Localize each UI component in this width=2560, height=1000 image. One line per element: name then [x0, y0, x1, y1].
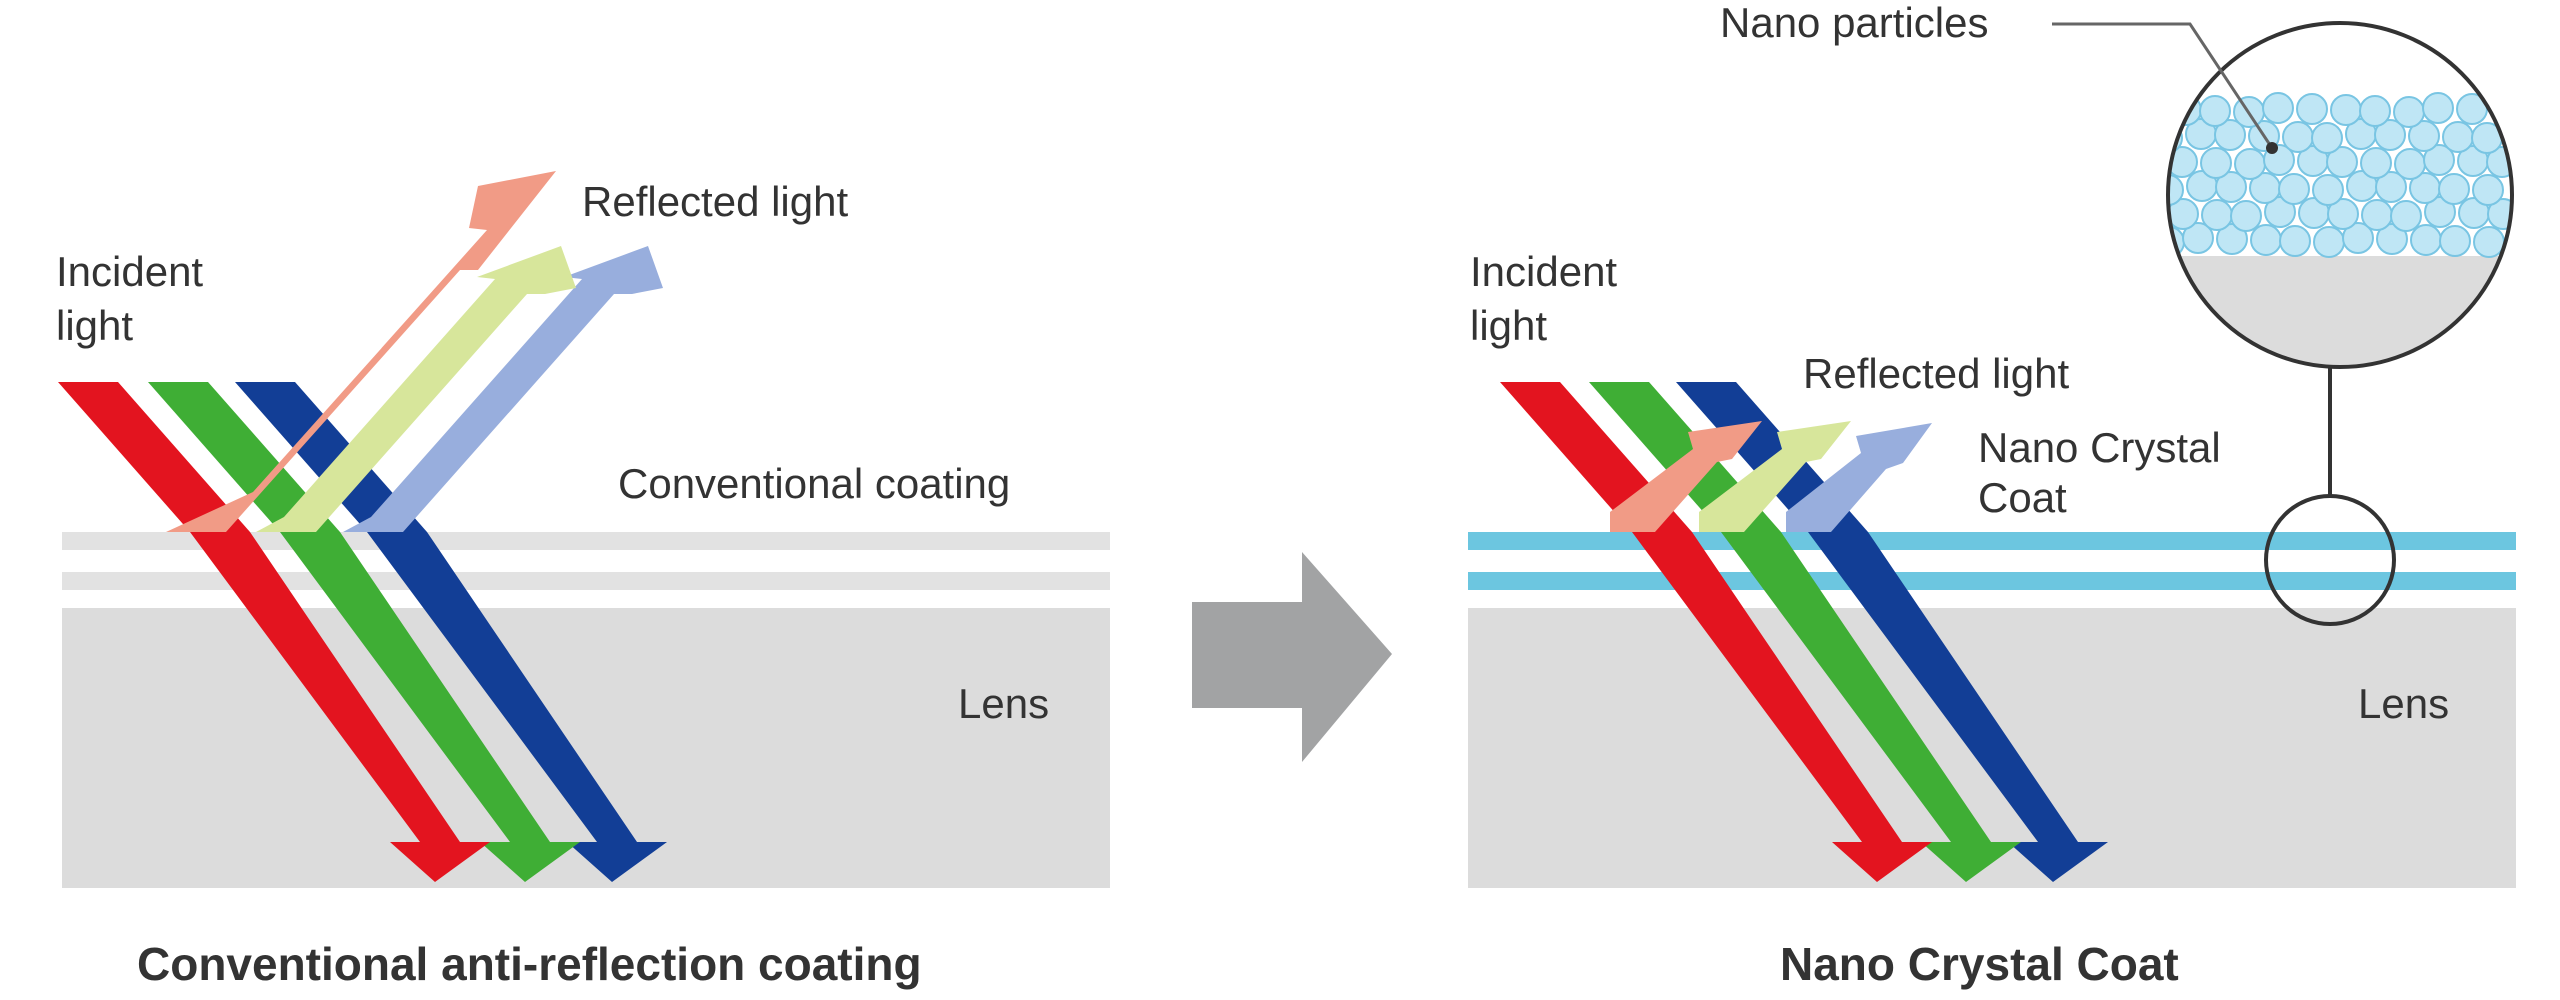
incident-light-label-right-line2: light [1470, 302, 1547, 349]
incident-beam-red-left [58, 382, 250, 532]
zoom-lens-substrate [2168, 256, 2512, 367]
nano-particle [2359, 95, 2391, 127]
nano-particle [2199, 95, 2231, 127]
incident-beam-green-left [148, 382, 340, 532]
nano-particle [2442, 121, 2474, 153]
incident-beam-blue-left [235, 382, 427, 532]
nano-crystal-coat-label-line2: Coat [1978, 474, 2067, 521]
nano-particle [2296, 93, 2328, 125]
nano-particle [2250, 224, 2282, 256]
nano-particle [2330, 94, 2362, 126]
nano-particle [2439, 225, 2471, 257]
nano-particle [2214, 119, 2246, 151]
nano-particle [2376, 223, 2408, 255]
nano-particle [2374, 119, 2406, 151]
conventional-panel: Incident light Reflected light Conventio… [56, 171, 1110, 990]
reflected-beam-blue [343, 246, 663, 532]
lens-left [62, 608, 1110, 888]
refracted-beam-red-left [190, 532, 490, 882]
reflected-beam-green [256, 246, 576, 532]
nano-particle [2422, 92, 2454, 124]
nano-crystal-panel: Nano particles Incident light Reflected … [1468, 0, 2516, 990]
refracted-beam-blue-right [1808, 532, 2108, 882]
nano-particle [2408, 120, 2440, 152]
nano-particle [2327, 198, 2359, 230]
lens-label-right: Lens [2358, 680, 2449, 727]
nano-particle [2200, 147, 2232, 179]
nano-crystal-coat-label-line1: Nano Crystal [1978, 424, 2221, 471]
nano-particle [2423, 144, 2455, 176]
nano-coating-layer-2 [1468, 572, 2516, 590]
small-reflected-beam-green [1699, 421, 1851, 532]
nano-particles-cluster [2168, 92, 2512, 258]
nano-particles-leader-line [2052, 22, 2274, 149]
nano-particle [2262, 92, 2294, 124]
nano-particle [2278, 173, 2310, 205]
caption-conventional: Conventional anti-reflection coating [137, 938, 922, 990]
small-reflected-beam-red [1610, 421, 1762, 532]
conventional-coating-label: Conventional coating [618, 460, 1010, 507]
reflected-light-label-right: Reflected light [1803, 350, 2069, 397]
zoom-circle-outline [2166, 21, 2514, 369]
nano-particle [2313, 226, 2345, 258]
nano-particle [2410, 224, 2442, 256]
conventional-coating-layer-2 [62, 572, 1110, 590]
nano-particle [2234, 148, 2266, 180]
reflected-light-label-left: Reflected light [582, 178, 848, 225]
nano-coating-layer-1 [1468, 532, 2516, 550]
nano-particle [2264, 196, 2296, 228]
incident-light-label-right-line1: Incident [1470, 248, 1617, 295]
nano-particle [2182, 222, 2214, 254]
nano-particle [2424, 196, 2456, 228]
nano-particle [2312, 174, 2344, 206]
zoom-target-ring [2264, 494, 2396, 626]
nano-particle [2375, 171, 2407, 203]
refracted-beam-green-right [1721, 532, 2021, 882]
transition-arrow [1192, 552, 1392, 762]
nano-particle [2390, 200, 2422, 232]
incident-light-label-left-line2: light [56, 302, 133, 349]
incident-light-label-left-line1: Incident [56, 248, 203, 295]
nano-particle [2168, 198, 2199, 230]
nano-particle [2361, 199, 2393, 231]
nano-particle [2168, 174, 2184, 206]
nano-particle [2215, 171, 2247, 203]
nano-particles-label: Nano particles [1720, 0, 1988, 46]
nano-particle [2326, 146, 2358, 178]
nano-particle [2472, 174, 2504, 206]
nano-particle [2473, 226, 2505, 258]
nano-particle [2311, 122, 2343, 154]
nano-particle [2282, 121, 2314, 153]
lens-label-left: Lens [958, 680, 1049, 727]
nano-particle [2201, 199, 2233, 231]
nano-particle [2279, 225, 2311, 257]
nano-particle [2360, 147, 2392, 179]
refracted-beam-blue-left [367, 532, 667, 882]
nano-particle [2216, 223, 2248, 255]
nano-particle [2393, 96, 2425, 128]
nano-particle [2394, 148, 2426, 180]
caption-nano-crystal-coat: Nano Crystal Coat [1780, 938, 2179, 990]
nano-particle [2230, 200, 2262, 232]
nano-particle-pointer-dot [2266, 142, 2278, 154]
refracted-beam-green-left [280, 532, 580, 882]
nano-particle [2342, 222, 2374, 254]
small-reflected-beam-blue [1786, 423, 1932, 532]
nano-particle [2438, 173, 2470, 205]
nano-zoom-circle [2168, 23, 2512, 367]
reflected-beam-red [166, 171, 556, 532]
refracted-beam-red-right [1632, 532, 1932, 882]
